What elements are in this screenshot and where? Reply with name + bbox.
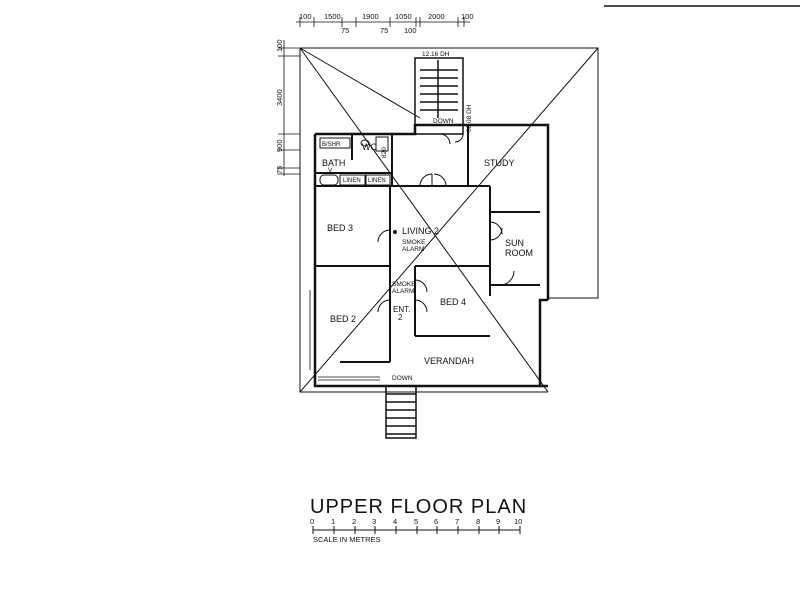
dim-left-3: 900 [275, 139, 284, 152]
room-labels: BATH WC B/SHR LINEN LINEN STUDY BED 3 LI… [322, 142, 533, 366]
scale-tick-4: 4 [393, 517, 397, 526]
note-down-front: DOWN [392, 375, 413, 382]
scale-tick-2: 2 [352, 517, 356, 526]
label-living: LIVING 2 [402, 226, 439, 236]
label-linen-2: LINEN [368, 178, 386, 184]
interior-walls [315, 125, 540, 363]
label-shower: B/SHR [322, 142, 341, 148]
label-bed-3: BED 3 [327, 223, 353, 233]
dim-left-1: 100 [275, 39, 284, 52]
dim-top-sub-2: 75 [380, 26, 388, 35]
label-bed-4: BED 4 [440, 297, 466, 307]
label-bed-2: BED 2 [330, 314, 356, 324]
scale-caption: SCALE IN METRES [313, 535, 381, 544]
dim-top-6: 100 [461, 12, 474, 21]
notes: SMOKE ALARM SMOKE ALARM 12.16 DH 08.08 D… [328, 51, 473, 382]
dim-top-sub-3: 100 [404, 26, 417, 35]
left-dimensions: 100 3400 900 75 [275, 39, 284, 174]
upper-stair [414, 57, 464, 135]
note-dh-2: 08.08 DH [466, 104, 473, 132]
bath-fixtures [319, 136, 391, 186]
top-dimension-lines [296, 17, 470, 27]
label-sun-room-1: SUN [505, 238, 524, 248]
scale-tick-3: 3 [372, 517, 376, 526]
front-stair [385, 385, 417, 439]
note-820: 820 [381, 147, 388, 158]
smoke-alarm-2a: SMOKE [392, 281, 416, 288]
label-bath: BATH [322, 158, 345, 168]
label-linen-1: LINEN [343, 178, 361, 184]
scale-tick-7: 7 [455, 517, 459, 526]
label-verandah: VERANDAH [424, 356, 474, 366]
verandah-rail [309, 290, 380, 381]
dim-top-4: 1050 [395, 12, 412, 21]
smoke-alarm-2b: ALARM [392, 288, 414, 295]
scale-tick-6: 6 [434, 517, 438, 526]
scale-tick-10: 10 [514, 517, 522, 526]
dim-top-3: 1900 [362, 12, 379, 21]
note-dh-1: 12.16 DH [422, 51, 450, 58]
scale-tick-9: 9 [496, 517, 500, 526]
door-swings [377, 133, 515, 313]
scale-tick-5: 5 [414, 517, 418, 526]
dim-top-2: 1500 [324, 12, 341, 21]
dim-top-1: 100 [299, 12, 312, 21]
dim-left-4: 75 [275, 166, 284, 174]
dim-top-sub-1: 75 [341, 26, 349, 35]
plan-title: UPPER FLOOR PLAN [310, 496, 528, 518]
label-wc: WC [362, 142, 377, 152]
scale-ticks: 0 1 2 3 4 5 6 7 8 9 10 SCALE IN METRES [310, 517, 522, 544]
scale-tick-0: 0 [310, 517, 314, 526]
smoke-alarm-1a: SMOKE [402, 239, 426, 246]
smoke-alarm-1b: ALARM [402, 246, 424, 253]
smoke-alarm-icon [393, 230, 397, 234]
label-entry-1: ENT. [393, 305, 410, 314]
scale-tick-8: 8 [476, 517, 480, 526]
label-study: STUDY [484, 158, 515, 168]
roof-outline [299, 47, 599, 393]
note-down-stair: DOWN [433, 118, 454, 125]
label-sun-room-2: ROOM [505, 248, 533, 258]
top-dimensions: 100 1500 1900 1050 2000 100 75 75 100 [299, 12, 474, 35]
dim-top-5: 2000 [428, 12, 445, 21]
left-dimension-lines [278, 40, 300, 176]
note-v: V [328, 167, 333, 174]
scale-tick-1: 1 [331, 517, 335, 526]
label-entry-2: 2 [398, 313, 403, 322]
dim-left-2: 3400 [275, 89, 284, 106]
scale-bar [312, 526, 521, 534]
